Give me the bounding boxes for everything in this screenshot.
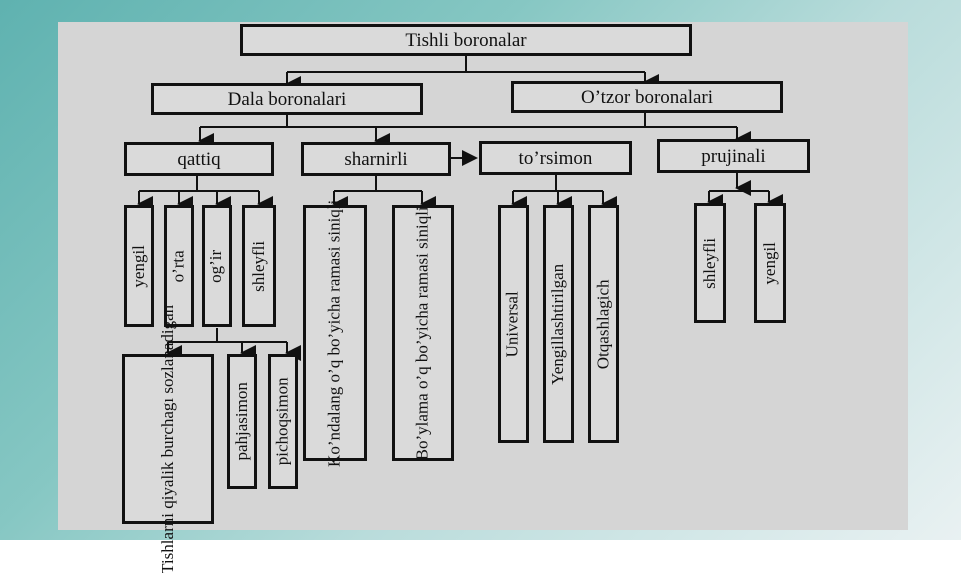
level2-label: qattiq [177, 148, 221, 170]
leaf-label: o’rta [168, 249, 188, 283]
root-box: Tishli boronalar [240, 24, 692, 56]
leaf-label: Tishlarni qiyalik burchagı sozlanadigan [157, 304, 177, 573]
qattiq-yengil-box: yengil [124, 205, 154, 327]
leaf-label: shleyfli [699, 237, 719, 289]
boylama-box: Bo’ylama o’q bo’yicha ramasi siniqli [392, 205, 454, 461]
sharnirli-box: sharnirli [301, 142, 451, 176]
otzor-boronalari-box: O’tzor boronalari [511, 81, 783, 113]
torsimon-box: to’rsimon [479, 141, 632, 175]
otqashlagich-box: Otqashlagich [588, 205, 619, 443]
leaf-label: shleyfli [248, 240, 268, 292]
prujinali-yengil-box: yengil [754, 203, 786, 323]
leaf-label: pahjasimon [231, 382, 251, 461]
leaf-label: Universal [503, 290, 523, 358]
dala-boronalari-box: Dala boronalari [151, 83, 423, 115]
leaf-label: Bo’ylama o’q bo’yicha ramasi siniqli [412, 206, 432, 460]
pahjasimon-box: pahjasimon [227, 354, 257, 489]
pichoqsimon-box: pichoqsimon [268, 354, 298, 489]
leaf-label: yengil [759, 241, 779, 285]
qattiq-shleyfli-box: shleyfli [242, 205, 276, 327]
kondalang-box: Ko’ndalang o’q bo’yicha ramasi siniqli [303, 199, 367, 467]
yengillashtirilgan-box: Yengillashtirilgan [543, 205, 574, 443]
leaf-label: Yengillashtirilgan [548, 263, 568, 385]
root-label: Tishli boronalar [405, 29, 527, 51]
leaf-label: og’ir [206, 249, 226, 283]
tishlarni-qiyalik-box: Tishlarni qiyalik burchagı sozlanadigan [122, 305, 214, 573]
level2-label: sharnirli [344, 148, 408, 170]
leaf-label: yengil [128, 244, 148, 288]
qattiq-orta-box: o’rta [164, 205, 194, 327]
leaf-label: pichoqsimon [272, 377, 292, 466]
universal-box: Universal [498, 205, 529, 443]
qattiq-box: qattiq [124, 142, 274, 176]
leaf-label: Ko’ndalang o’q bo’yicha ramasi siniqli [324, 199, 344, 467]
level2-label: to’rsimon [518, 147, 593, 169]
level1-label: Dala boronalari [227, 88, 347, 110]
level2-label: prujinali [701, 145, 766, 167]
prujinali-shleyfli-box: shleyfli [694, 203, 726, 323]
leaf-label: Otqashlagich [593, 279, 613, 369]
level1-label: O’tzor boronalari [580, 86, 714, 108]
qattiq-ogir-box: og’ir [202, 205, 232, 327]
prujinali-box: prujinali [657, 139, 810, 173]
